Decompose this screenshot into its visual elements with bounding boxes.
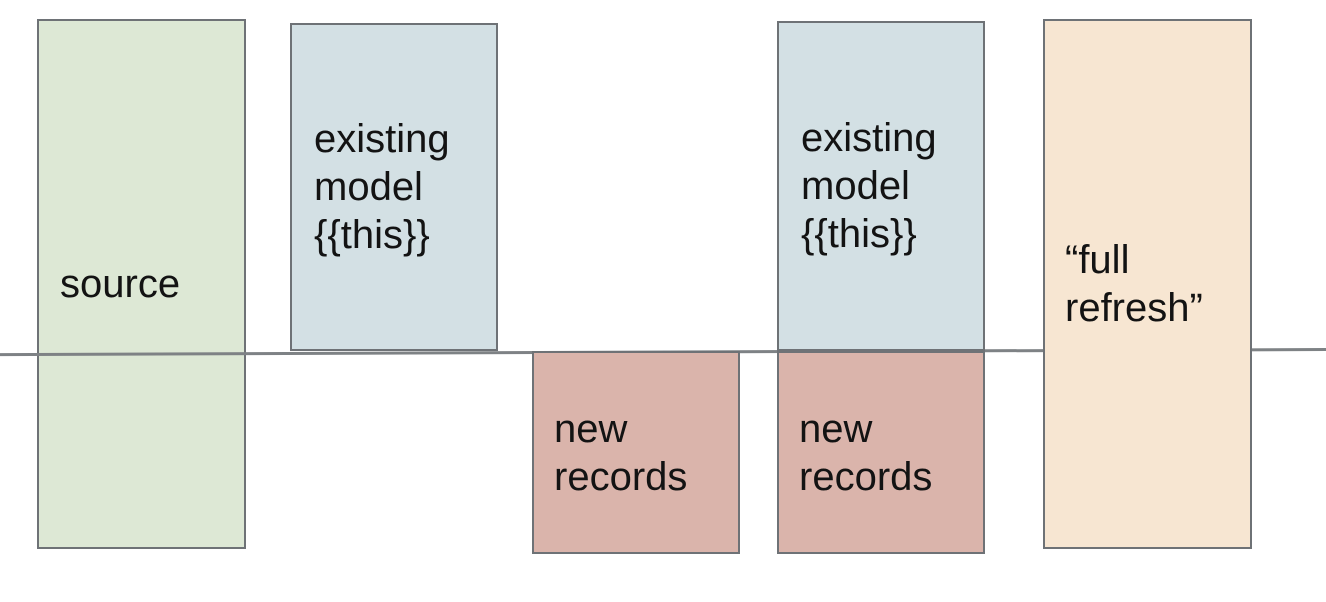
- full-refresh-label: “full refresh”: [1065, 238, 1203, 330]
- source-box: source: [37, 19, 246, 549]
- existing-model-box-1: existing model {{this}}: [290, 23, 498, 351]
- existing-model-box-2: existing model {{this}}: [777, 21, 985, 351]
- source-label: source: [60, 262, 181, 306]
- new-records-label-1: new records: [554, 406, 688, 499]
- new-records-label-2: new records: [799, 406, 933, 499]
- existing-model-label-1: existing model {{this}}: [314, 117, 450, 257]
- full-refresh-box: “full refresh”: [1043, 19, 1252, 549]
- new-records-box-1: new records: [532, 351, 740, 554]
- existing-model-label-2: existing model {{this}}: [801, 116, 937, 256]
- new-records-box-2: new records: [777, 351, 985, 554]
